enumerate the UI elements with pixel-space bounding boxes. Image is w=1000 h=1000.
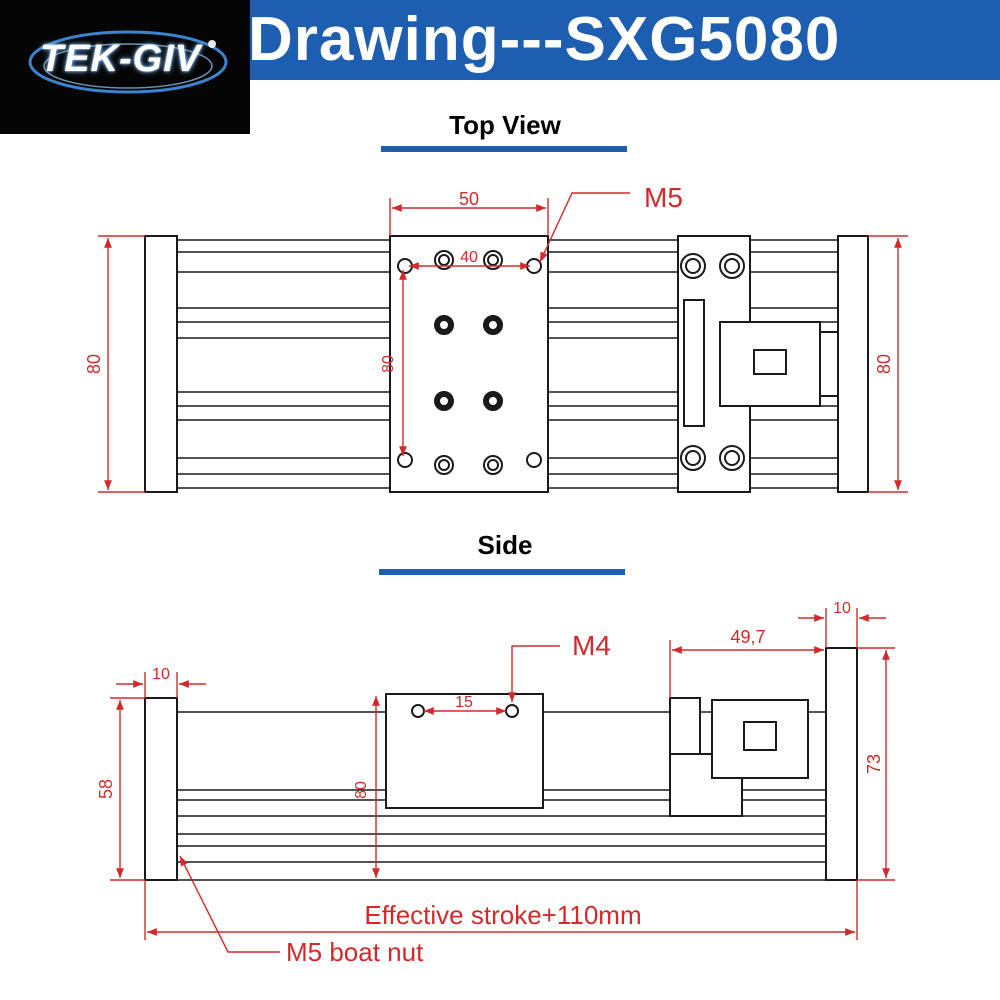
dim-thread-m4: M4 [572,630,611,661]
dim-height-inner: 80 [380,355,397,373]
top-view-title: Top View [449,110,561,140]
side-view-dimensions [110,608,895,953]
dim-left-end-plate: 10 [152,666,170,683]
label-boat-nut: M5 boat nut [286,937,424,967]
left-end-plate [144,235,178,493]
dim-side-height-carriage: 80 [353,781,370,799]
top-view-drawing [144,235,869,493]
dim-effective-stroke: Effective stroke+110mm [364,900,641,930]
dim-side-height-left: 58 [96,779,116,799]
drawing-title: Drawing---SXG5080 [248,5,841,74]
side-view-title: Side [477,530,533,560]
side-right-end-plate [825,647,858,881]
side-motor-mount [669,753,743,817]
logo-text: TEK-GIV [40,38,202,80]
dim-motor-offset: 49,7 [730,627,765,647]
right-end-plate [837,235,869,493]
side-view-underline [379,569,625,575]
dim-height-left: 80 [84,354,104,374]
side-view-drawing [144,647,858,881]
dim-side-hole-spacing: 15 [455,694,473,711]
carriage-plate [389,235,549,493]
dim-height-right: 80 [874,354,894,374]
dim-hole-spacing: 40 [460,249,478,266]
dim-thread-m5: M5 [644,182,683,213]
top-view-dimensions [98,192,908,493]
carriage-holes [397,250,542,475]
logo-swoosh-icon [28,30,228,94]
top-view-underline [381,146,627,152]
dim-side-height-right: 73 [864,754,884,774]
side-left-end-plate [144,697,178,881]
dim-right-end-plate: 10 [833,600,851,617]
brand-logo: TEK-GIV [0,0,250,134]
dim-plate-width: 50 [459,189,479,209]
